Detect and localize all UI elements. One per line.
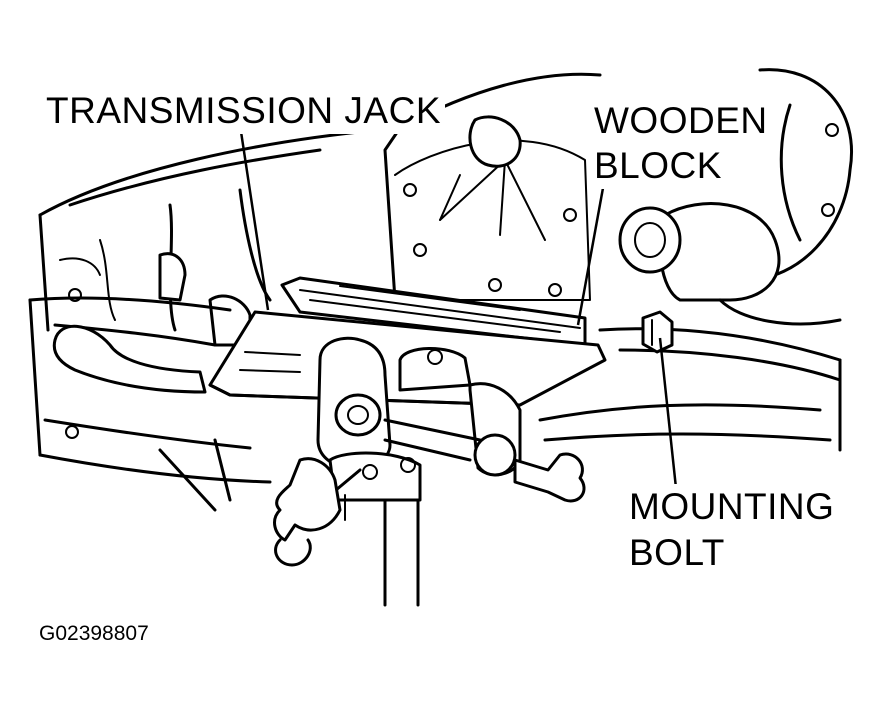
mounting-bolt-label-line2: BOLT	[625, 530, 729, 576]
leader-wooden-block	[576, 187, 605, 326]
leader-transmission-jack	[238, 124, 270, 311]
jack-head	[316, 336, 522, 502]
jack-handle-right	[513, 452, 586, 503]
wooden-block	[280, 276, 587, 347]
wooden-block-label-line2: BLOCK	[590, 143, 726, 189]
leader-mounting-bolt	[658, 337, 678, 489]
mounting-bolt	[641, 310, 674, 354]
wooden-block-label-line1: WOODEN	[590, 98, 772, 144]
crossmember	[28, 296, 842, 512]
jack-post	[344, 494, 420, 607]
transmission-jack-label: TRANSMISSION JACK	[42, 88, 445, 134]
figure-code: G02398807	[39, 622, 149, 645]
suspension-assembly	[618, 68, 853, 326]
transmission-housing	[38, 72, 602, 347]
jack-handle-left	[273, 457, 342, 567]
mounting-bolt-label-line1: MOUNTING	[625, 484, 839, 530]
